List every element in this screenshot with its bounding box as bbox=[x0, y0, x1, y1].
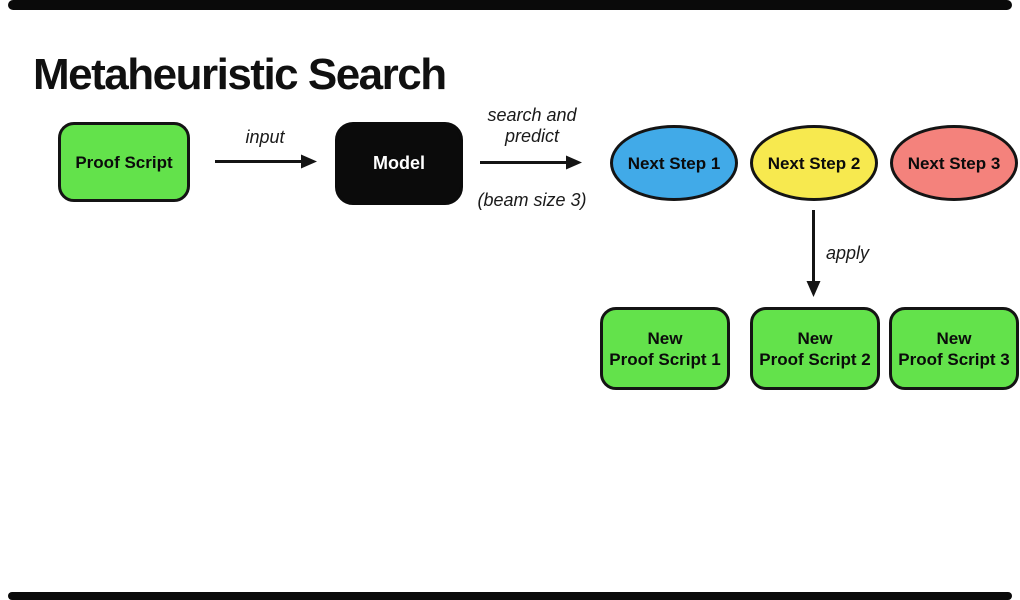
bottom-letterbox-bar bbox=[8, 592, 1012, 600]
next-step-2-label: Next Step 2 bbox=[767, 153, 861, 173]
new-proof-script-1-node: New Proof Script 1 bbox=[600, 307, 730, 390]
model-label: Model bbox=[373, 153, 425, 173]
next-step-1-label: Next Step 1 bbox=[627, 153, 721, 173]
new-proof-script-2-line2: Proof Script 2 bbox=[759, 349, 871, 369]
new-proof-script-3-line2: Proof Script 3 bbox=[898, 349, 1010, 369]
new-proof-script-2-line1: New bbox=[797, 328, 833, 348]
next-step-1-node: Next Step 1 bbox=[610, 125, 738, 201]
new-proof-script-1-line1: New bbox=[647, 328, 683, 348]
next-step-3-node: Next Step 3 bbox=[890, 125, 1018, 201]
proof-script-label: Proof Script bbox=[75, 152, 173, 172]
next-step-2-node: Next Step 2 bbox=[750, 125, 878, 201]
apply-arrow-label: apply bbox=[826, 243, 870, 263]
next-step-3-label: Next Step 3 bbox=[907, 153, 1001, 173]
beam-size-label: (beam size 3) bbox=[477, 190, 587, 210]
top-letterbox-bar bbox=[8, 0, 1012, 10]
proof-script-node: Proof Script bbox=[58, 122, 190, 202]
page-title: Metaheuristic Search bbox=[33, 50, 447, 99]
search-arrow-icon bbox=[480, 155, 582, 170]
input-arrow-icon bbox=[215, 154, 317, 169]
search-arrow-label: search and predict bbox=[487, 105, 577, 146]
new-proof-script-3-line1: New bbox=[936, 328, 972, 348]
new-proof-script-2-node: New Proof Script 2 bbox=[750, 307, 880, 390]
new-proof-script-1-line2: Proof Script 1 bbox=[609, 349, 721, 369]
input-arrow-label: input bbox=[245, 127, 285, 147]
new-proof-script-3-node: New Proof Script 3 bbox=[889, 307, 1019, 390]
apply-arrow-icon bbox=[806, 210, 821, 297]
model-node: Model bbox=[335, 122, 463, 205]
